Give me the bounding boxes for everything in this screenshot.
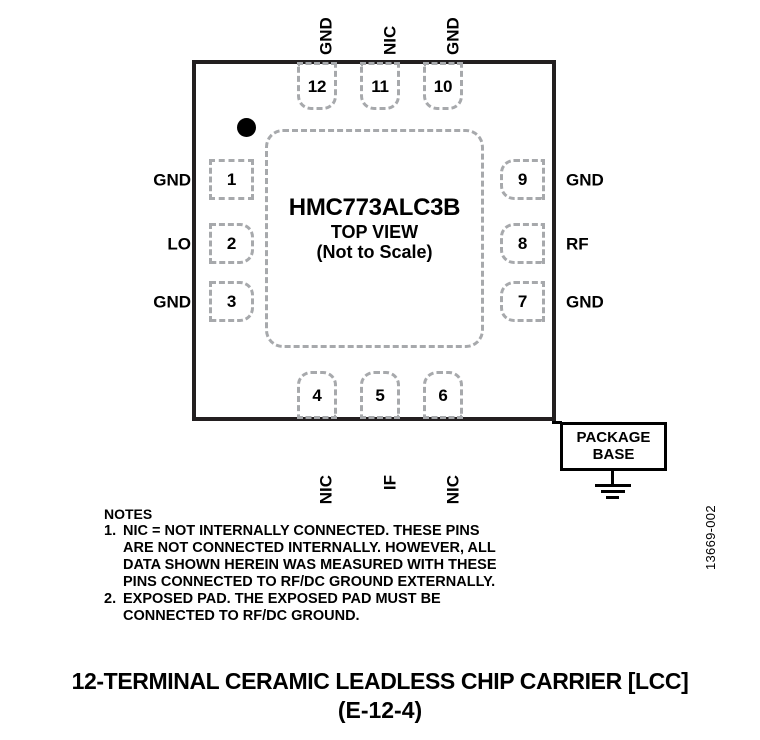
part-number: HMC773ALC3B xyxy=(288,194,461,221)
pin-label-6: NIC xyxy=(443,475,463,505)
pin-label-2: LO xyxy=(167,234,191,254)
note-line: EXPOSED PAD. THE EXPOSED PAD MUST BE xyxy=(123,590,441,607)
pin-label-10: GND xyxy=(443,17,463,55)
pin-label-4: NIC xyxy=(316,475,336,505)
package-base-connector xyxy=(552,421,562,424)
pad-number: 10 xyxy=(433,76,453,96)
pad-2: 2 xyxy=(209,223,254,264)
pad-8: 8 xyxy=(500,223,545,264)
pad-number: 11 xyxy=(371,76,389,96)
pad-number: 2 xyxy=(226,234,237,253)
pin-label-3: GND xyxy=(153,292,191,312)
pad-number: 4 xyxy=(312,385,322,405)
pad-number: 6 xyxy=(438,385,448,405)
note-marker: 2. xyxy=(104,590,117,607)
note-line: CONNECTED TO RF/DC GROUND. xyxy=(123,608,360,625)
scale-note: (Not to Scale) xyxy=(316,242,433,263)
figure-caption: 12-TERMINAL CERAMIC LEADLESS CHIP CARRIE… xyxy=(0,668,760,724)
pad-5: 5 xyxy=(360,371,400,419)
pad-number: 9 xyxy=(517,170,528,189)
caption-line-2: (E-12-4) xyxy=(337,697,423,723)
pin-label-7: GND xyxy=(566,292,604,312)
pin-label-5: IF xyxy=(380,475,400,491)
note-line: PINS CONNECTED TO RF/DC GROUND EXTERNALL… xyxy=(123,573,496,590)
notes-heading: NOTES xyxy=(104,506,153,522)
pad-6: 6 xyxy=(423,371,463,419)
figure-id: 13669-002 xyxy=(703,505,718,570)
pad-number: 7 xyxy=(517,292,528,311)
exposed-pad xyxy=(265,129,484,348)
ground-icon-bar-3 xyxy=(606,496,619,499)
pad-12: 12 xyxy=(297,62,337,110)
caption-line-1: 12-TERMINAL CERAMIC LEADLESS CHIP CARRIE… xyxy=(71,668,689,694)
pin-label-12: GND xyxy=(316,17,336,55)
pin-label-1: GND xyxy=(153,170,191,190)
pad-number: 12 xyxy=(307,76,327,96)
note-item-2: 2. EXPOSED PAD. THE EXPOSED PAD MUST BE … xyxy=(104,591,584,625)
package-base-line2: BASE xyxy=(592,445,635,463)
center-text-block: HMC773ALC3B TOP VIEW (Not to Scale) xyxy=(265,195,484,262)
ground-icon-bar-2 xyxy=(601,490,625,493)
pin1-indicator-dot xyxy=(237,118,256,137)
pad-3: 3 xyxy=(209,281,254,322)
notes-block: NOTES 1. NIC = NOT INTERNALLY CONNECTED.… xyxy=(104,506,584,625)
note-item-1: 1. NIC = NOT INTERNALLY CONNECTED. THESE… xyxy=(104,523,584,591)
package-base-box: PACKAGE BASE xyxy=(560,422,667,471)
pad-number: 1 xyxy=(226,170,237,189)
pad-4: 4 xyxy=(297,371,337,419)
pin-label-11: NIC xyxy=(380,25,400,55)
note-body: NIC = NOT INTERNALLY CONNECTED. THESE PI… xyxy=(123,523,584,591)
note-body: EXPOSED PAD. THE EXPOSED PAD MUST BE CON… xyxy=(123,591,584,625)
note-line: DATA SHOWN HEREIN WAS MEASURED WITH THES… xyxy=(123,556,497,573)
pad-number: 5 xyxy=(375,385,385,405)
pad-number: 3 xyxy=(226,292,237,311)
note-line: NIC = NOT INTERNALLY CONNECTED. THESE PI… xyxy=(123,522,480,539)
pin-label-8: RF xyxy=(566,234,589,254)
note-line: ARE NOT CONNECTED INTERNALLY. HOWEVER, A… xyxy=(123,539,496,556)
package-base-line1: PACKAGE xyxy=(576,429,651,446)
pad-11: 11 xyxy=(360,62,400,110)
pad-9: 9 xyxy=(500,159,545,200)
pad-number: 8 xyxy=(517,234,528,253)
pad-7: 7 xyxy=(500,281,545,322)
ground-icon-bar-1 xyxy=(595,484,631,487)
pin-label-9: GND xyxy=(566,170,604,190)
ground-icon-stem xyxy=(611,471,614,485)
pad-10: 10 xyxy=(423,62,463,110)
pad-1: 1 xyxy=(209,159,254,200)
view-label: TOP VIEW xyxy=(330,222,419,243)
note-marker: 1. xyxy=(104,522,117,539)
